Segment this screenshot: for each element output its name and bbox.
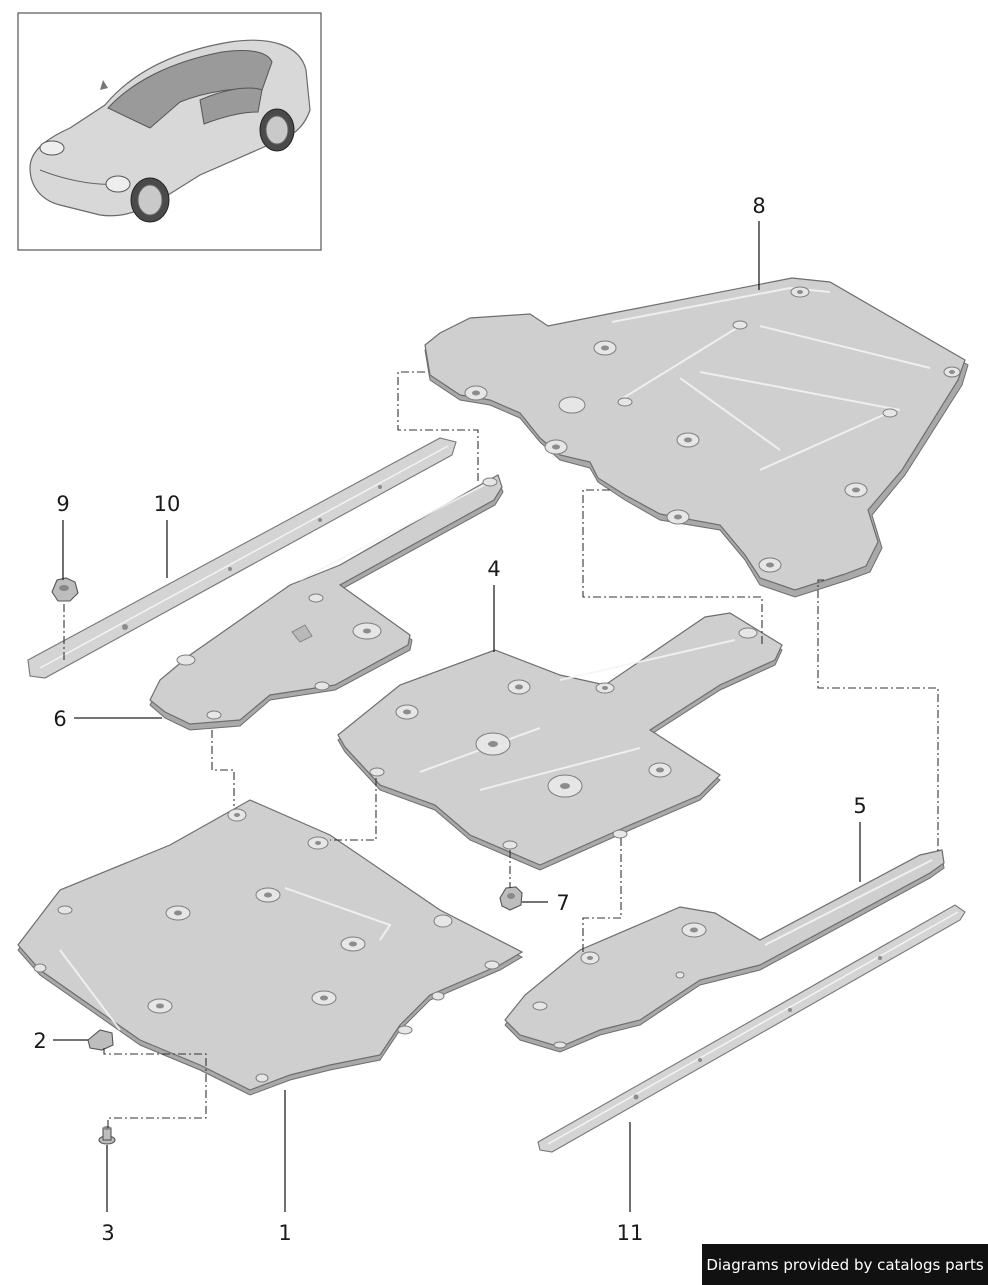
callout-6: 6 [53, 707, 66, 731]
part-10-left-side-strip [27, 437, 457, 679]
part-9-nut-clip [51, 577, 79, 602]
callout-7: 7 [556, 891, 569, 915]
callout-2: 2 [33, 1029, 46, 1053]
part-3-screw [98, 1126, 116, 1145]
part-4-center-underbody-panel [337, 612, 783, 871]
credit-banner: Diagrams provided by catalogs parts [702, 1244, 988, 1285]
callout-9: 9 [56, 492, 69, 516]
callout-10: 10 [154, 492, 181, 516]
car-thumbnail-icon [29, 39, 311, 223]
callout-4: 4 [487, 557, 500, 581]
part-5-right-side-panel [504, 849, 945, 1053]
leader-lines [53, 221, 861, 1212]
part-11-right-side-strip [537, 904, 966, 1153]
callout-8: 8 [752, 194, 765, 218]
part-6-left-side-panel [149, 474, 504, 731]
callout-labels: 8 9 10 6 4 5 7 2 3 1 11 [33, 194, 866, 1245]
assembly-lines [63, 371, 939, 1130]
callout-3: 3 [101, 1221, 114, 1245]
part-2-bracket-clip [87, 1029, 114, 1051]
part-8-rear-underbody-panel [424, 277, 969, 598]
callout-11: 11 [617, 1221, 644, 1245]
part-7-nut-clip [499, 886, 523, 911]
callout-5: 5 [853, 794, 866, 818]
callout-1: 1 [278, 1221, 291, 1245]
car-thumbnail [17, 12, 322, 251]
part-1-front-underbody-panel [17, 799, 524, 1096]
